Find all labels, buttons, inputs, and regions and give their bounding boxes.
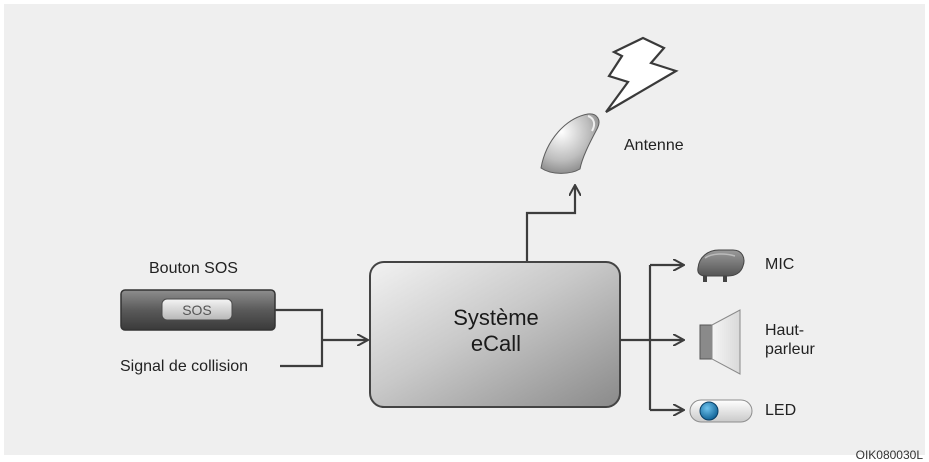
sos-button-label: Bouton SOS xyxy=(149,260,238,277)
mic-icon xyxy=(697,249,745,282)
collision-connector xyxy=(280,340,324,368)
ecall-system-title: Système eCall xyxy=(372,305,620,357)
antenna-connector xyxy=(525,186,575,262)
mic-label: MIC xyxy=(765,256,795,273)
antenna-label: Antenne xyxy=(624,137,684,154)
ecall-system-box xyxy=(369,261,621,408)
led-label: LED xyxy=(765,402,797,419)
lightning-icon xyxy=(605,36,679,113)
speaker-icon xyxy=(699,309,741,375)
ecall-title-line2: eCall xyxy=(470,331,522,356)
led-icon xyxy=(689,399,753,423)
figure-code: OIK080030L xyxy=(855,448,923,462)
speaker-label-1: Haut- xyxy=(765,322,805,339)
sos-button-icon: SOS xyxy=(120,289,276,331)
sos-key-text: SOS xyxy=(182,302,212,318)
antenna-icon xyxy=(540,113,600,174)
output-trunk xyxy=(620,265,652,410)
sos-connector xyxy=(275,308,324,340)
ecall-title-line1: Système xyxy=(453,305,539,330)
speaker-label-2: parleur xyxy=(765,341,815,358)
collision-signal-label: Signal de collision xyxy=(120,358,249,375)
